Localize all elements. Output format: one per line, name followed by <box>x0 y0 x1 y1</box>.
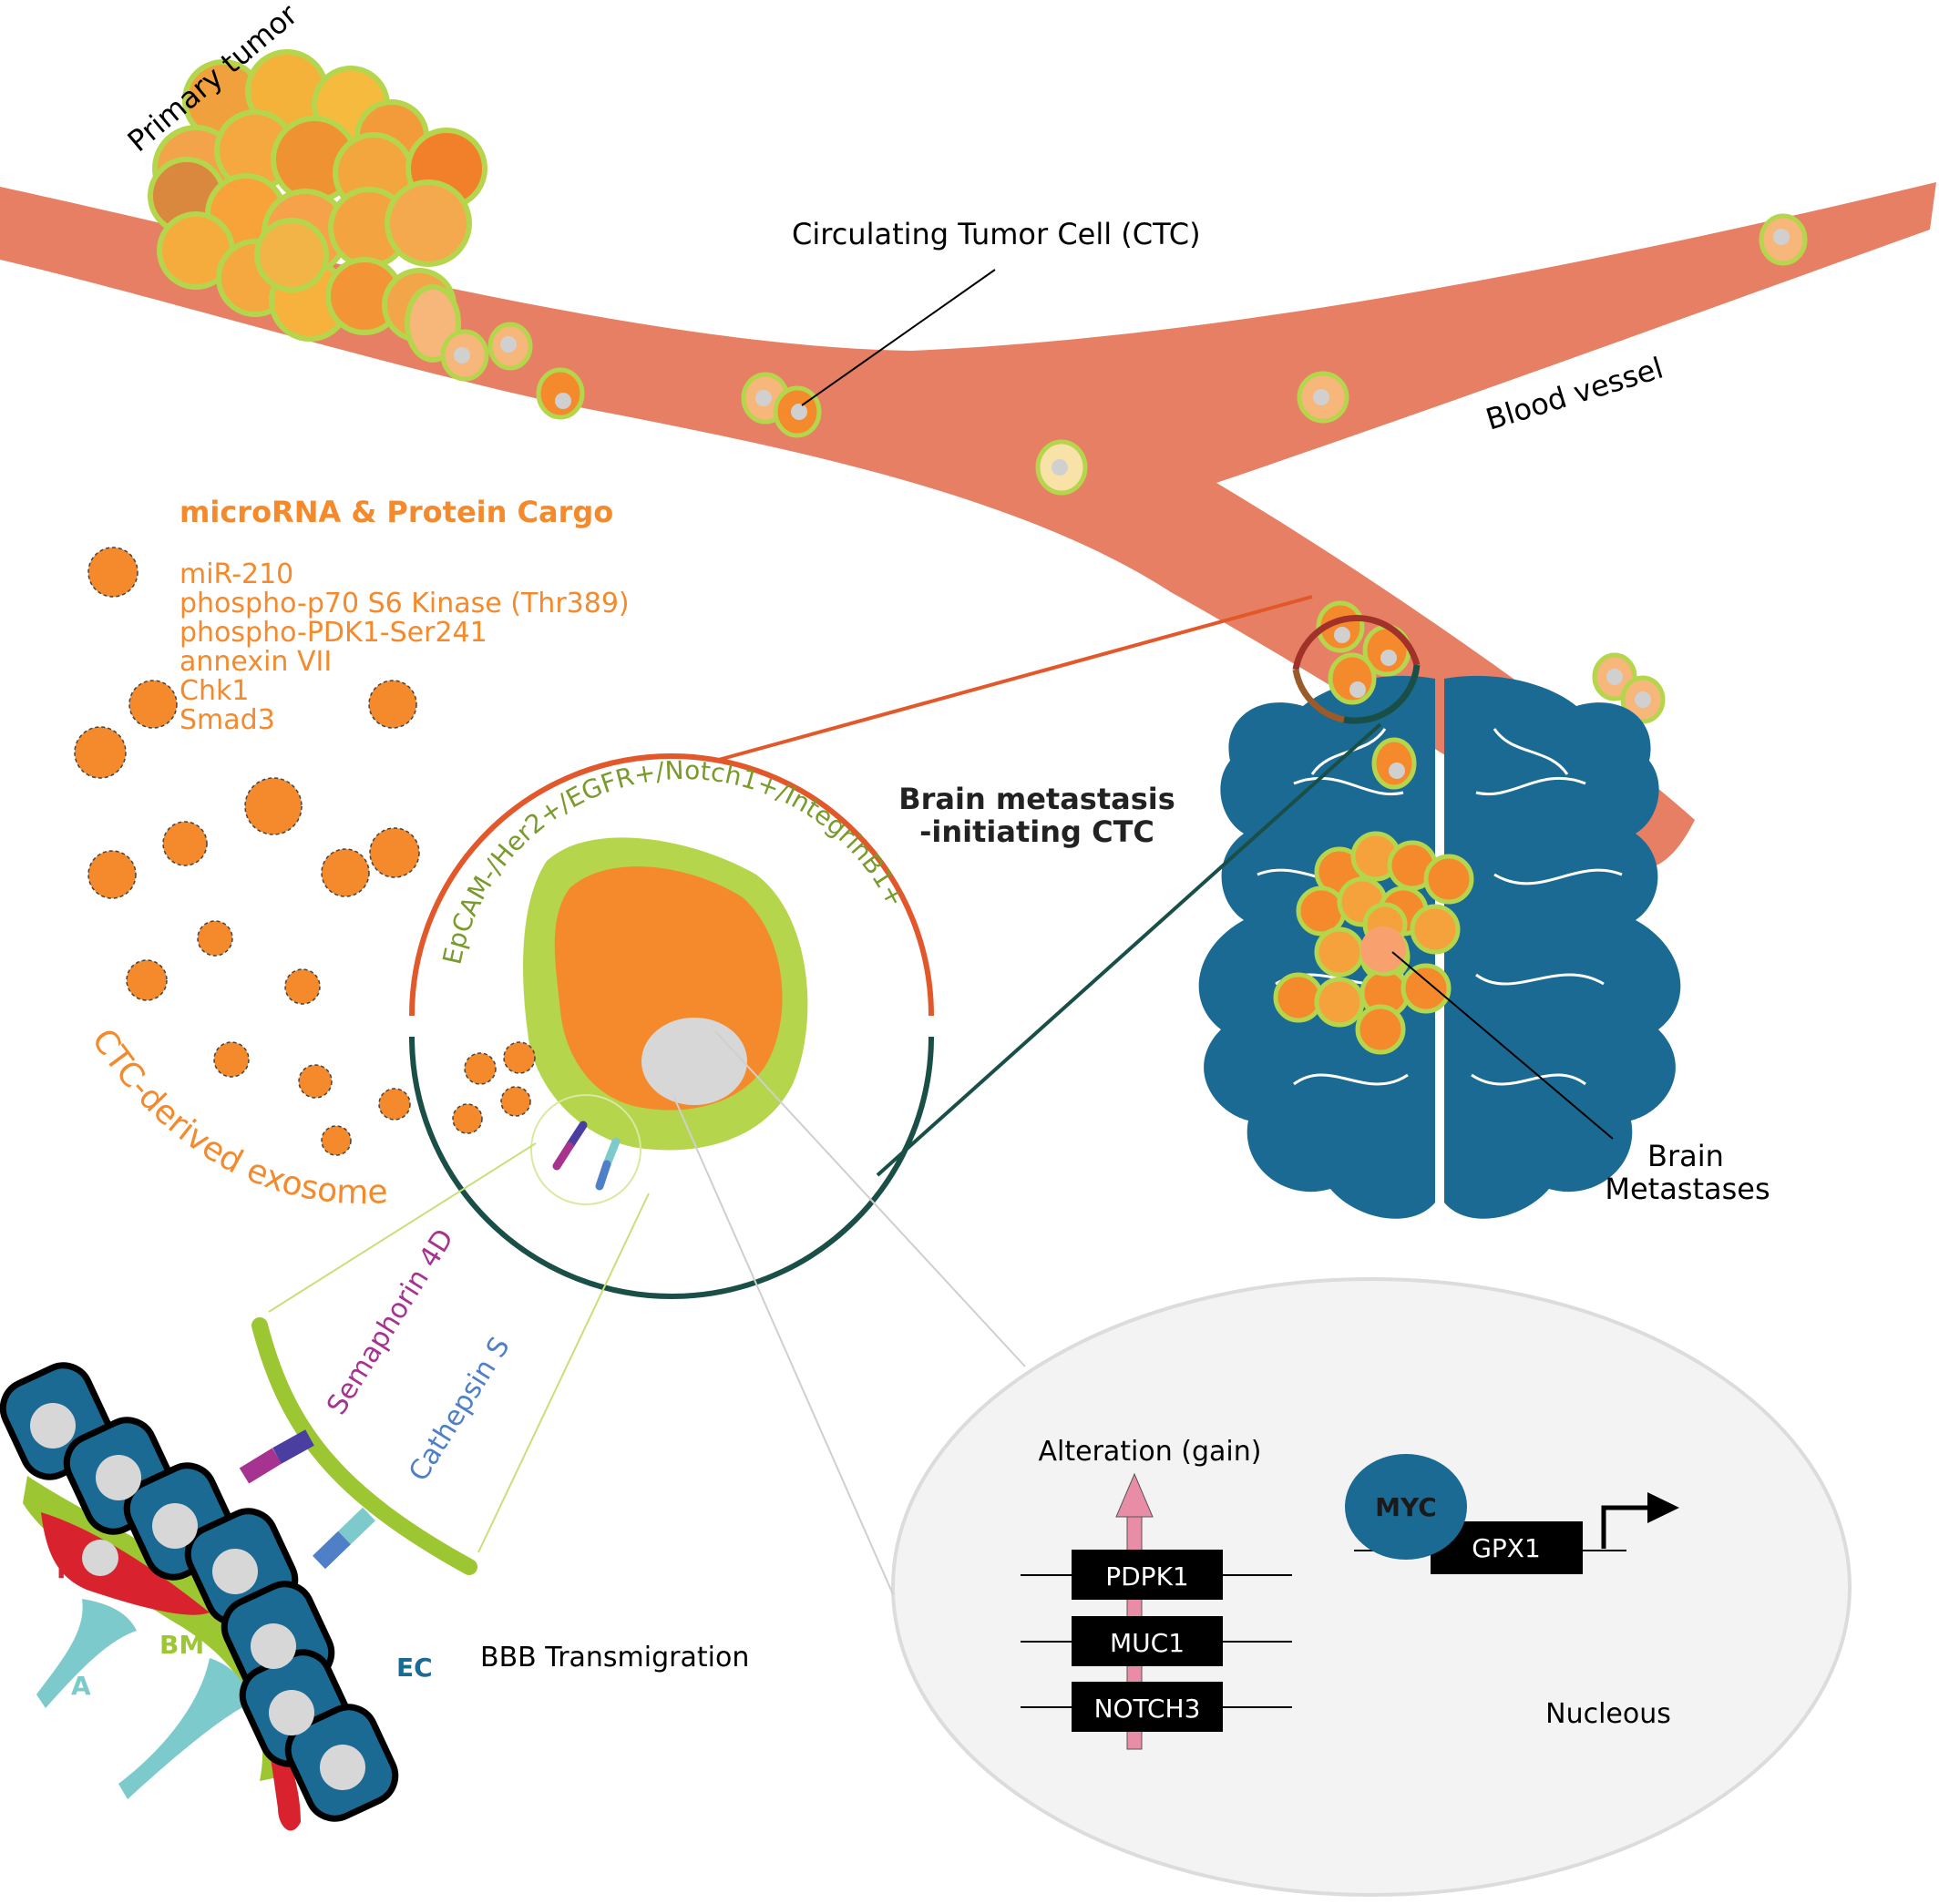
pericyte-label: P <box>56 1554 76 1584</box>
cargo-list: miR-210 phospho-p70 S6 Kinase (Thr389) p… <box>180 558 630 736</box>
ctc-label: Circulating Tumor Cell (CTC) <box>792 217 1201 251</box>
nucleus-zoom-line-2 <box>673 1097 894 1595</box>
bmic-label-line2: -initiating CTC <box>919 814 1154 849</box>
bmic-label-line1: Brain metastasis <box>898 782 1175 816</box>
brain-met-label-line2: Metastases <box>1605 1172 1770 1206</box>
zoom-circle-bottom <box>409 1036 934 1299</box>
ligand-receptor-pairs <box>239 1429 375 1570</box>
exosomes <box>74 547 536 1156</box>
endothelial-nuclei <box>30 1403 365 1790</box>
semaphorin-label: Semaphorin 4D <box>321 1223 460 1420</box>
zoom-line-bottom <box>876 722 1382 1177</box>
ctc-leader-line <box>801 269 996 406</box>
cargo-title: microRNA & Protein Cargo <box>180 495 613 529</box>
zoom-line-top <box>714 595 1313 763</box>
gene-label-pdpk1: PDPK1 <box>1105 1561 1189 1592</box>
gene-box-muc1 <box>1072 1616 1223 1666</box>
gene-label-notch3: NOTCH3 <box>1094 1694 1201 1724</box>
cargo-item: annexin VII <box>180 646 332 678</box>
endothelial-label: EC <box>396 1653 433 1683</box>
receptor-focus-circle <box>530 1094 641 1205</box>
transcription-arrowhead <box>1647 1492 1679 1523</box>
astrocyte-label: A <box>71 1671 91 1701</box>
myc-label: MYC <box>1375 1492 1437 1522</box>
primary-tumor-cluster <box>148 49 487 363</box>
bbb-label: BBB Transmigration <box>480 1642 749 1674</box>
basement-membrane-label: BM <box>159 1630 204 1660</box>
magnifier-ring-top <box>1292 614 1421 670</box>
nucleus-label: Nucleous <box>1545 1698 1671 1730</box>
cargo-item: phospho-p70 S6 Kinase (Thr389) <box>180 588 630 619</box>
myc-protein <box>1345 1454 1467 1560</box>
gpx1-label: GPX1 <box>1472 1533 1541 1563</box>
cargo-item: phospho-PDK1-Ser241 <box>180 617 487 649</box>
brain-ctcs <box>1316 600 1417 790</box>
cell-membrane-zoom <box>251 1317 477 1575</box>
cathepsin-label: Cathepsin S <box>403 1332 517 1487</box>
cargo-item: miR-210 <box>180 558 293 590</box>
zoom-circle-top <box>409 753 934 1017</box>
magnifier-ring-left <box>1292 669 1345 723</box>
alteration-label: Alteration (gain) <box>1039 1436 1262 1468</box>
gene-label-muc1: MUC1 <box>1110 1628 1185 1658</box>
brain-met-leader-line <box>1391 951 1614 1140</box>
gene-box-pdpk1 <box>1072 1550 1223 1600</box>
cell-receptors <box>552 1121 621 1191</box>
magnifier-ring-bottom <box>1343 664 1421 724</box>
zoomed-ctc-cell <box>523 837 808 1151</box>
cargo-item: Smad3 <box>180 704 275 736</box>
brain-metastases-cluster <box>1273 831 1474 1055</box>
brain-met-label-line1: Brain <box>1647 1139 1724 1173</box>
cargo-item: Chk1 <box>180 675 249 707</box>
receptor-zoom-line-1 <box>268 1142 537 1313</box>
nucleus-zoom-line-1 <box>714 1030 1026 1367</box>
transcription-start-arrow <box>1601 1505 1649 1549</box>
nucleus-region <box>891 1277 1852 1897</box>
receptor-zoom-line-2 <box>477 1193 650 1553</box>
gene-box-notch3 <box>1072 1682 1223 1732</box>
